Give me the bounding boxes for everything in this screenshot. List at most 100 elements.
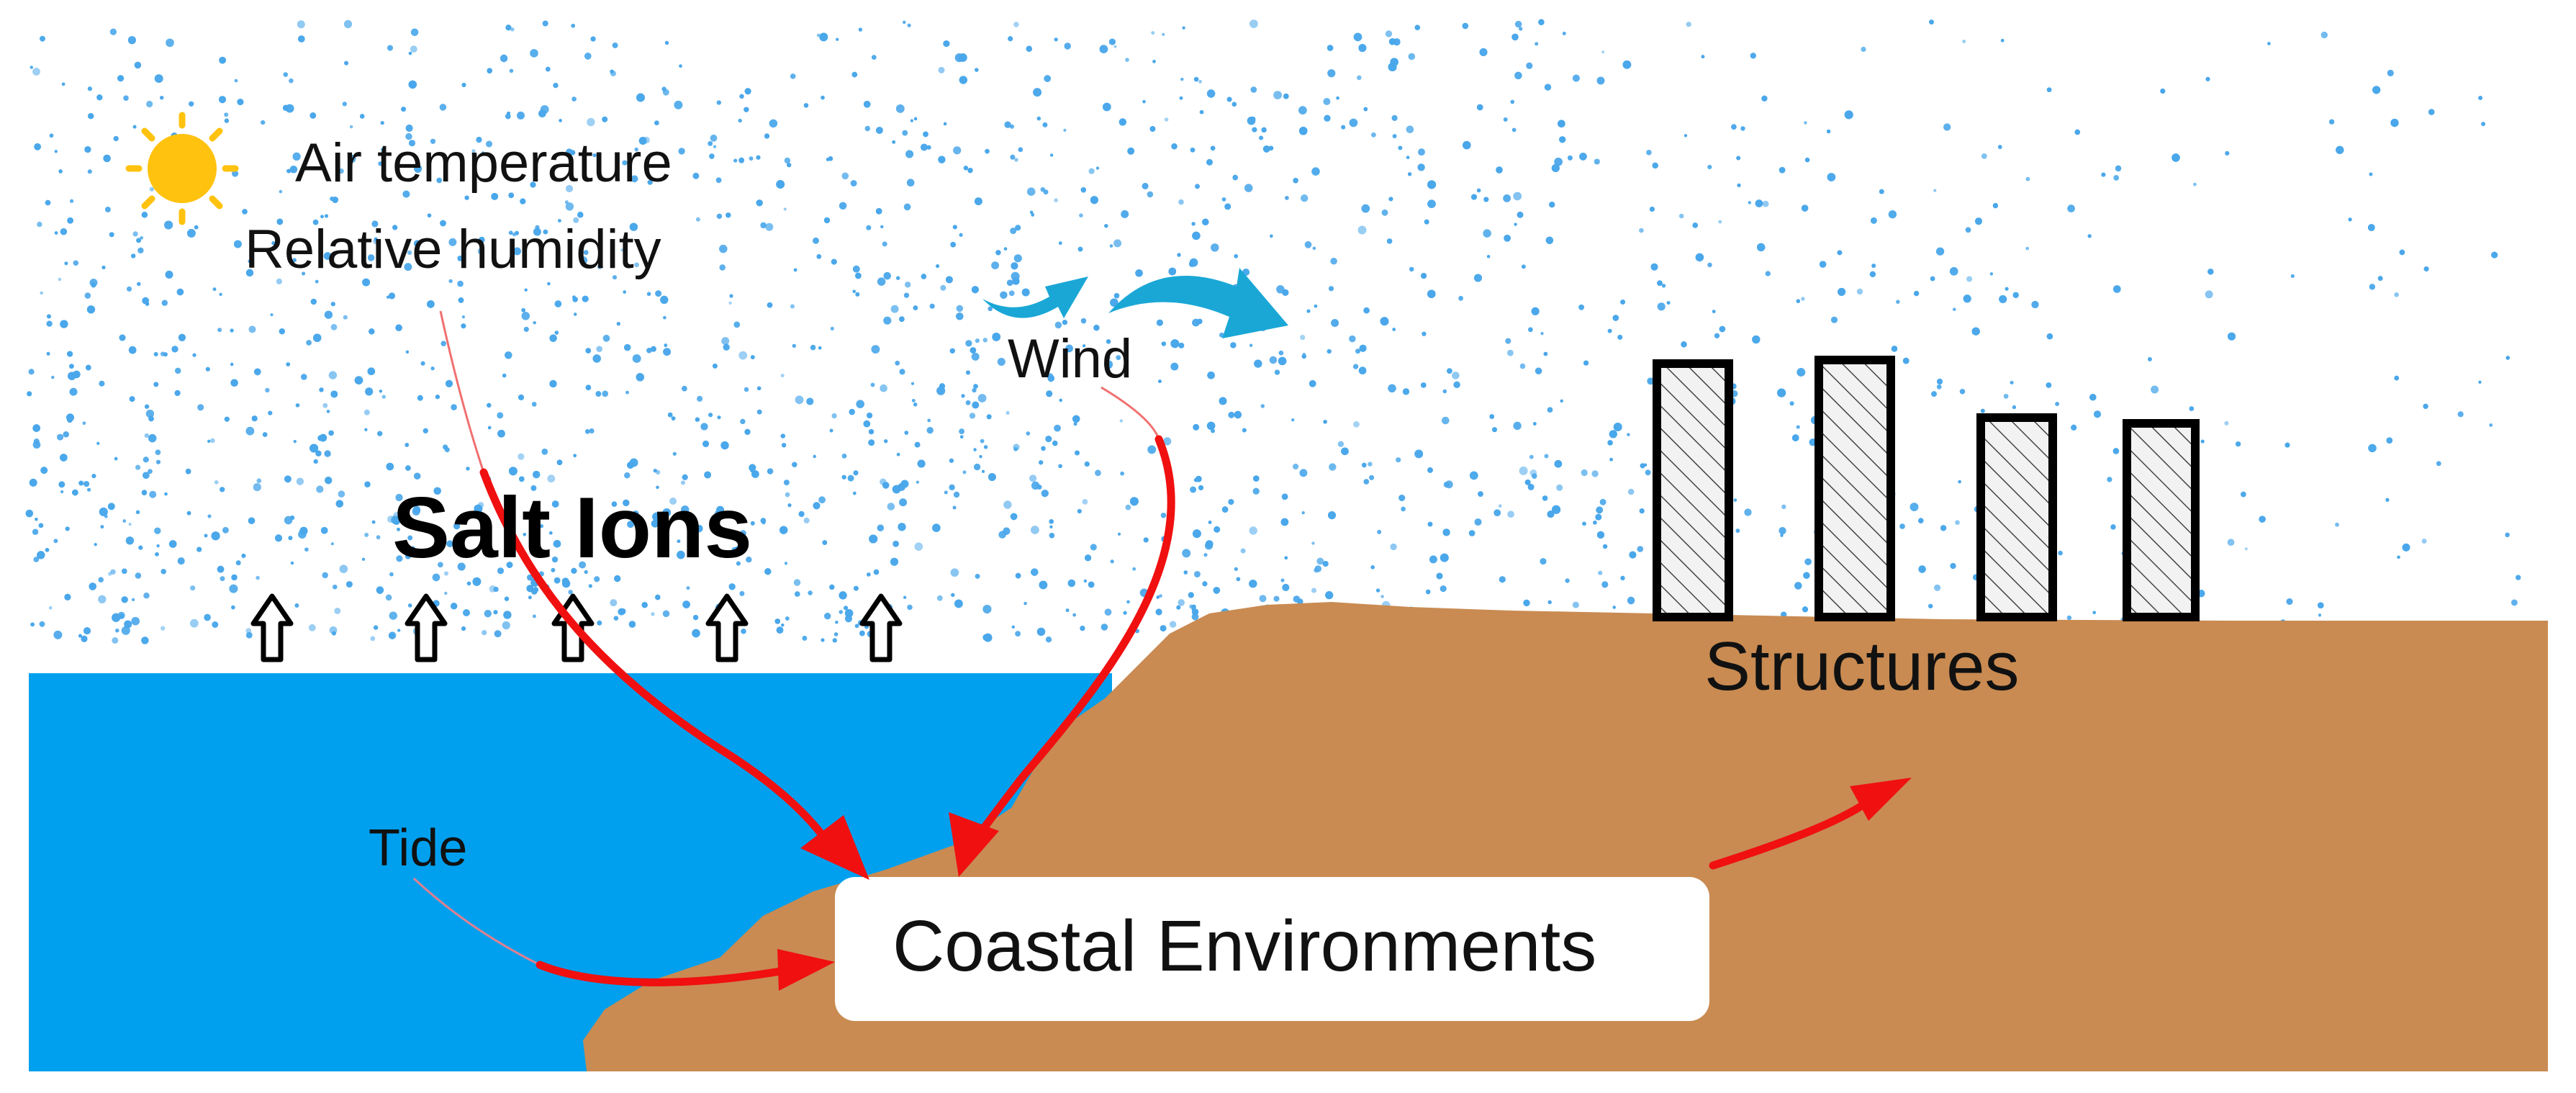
spray-dot — [54, 231, 58, 235]
spray-dot — [2058, 550, 2063, 556]
spray-dot — [204, 534, 208, 538]
spray-dot — [245, 426, 255, 436]
spray-dot — [736, 561, 741, 566]
spray-dot — [2094, 410, 2101, 418]
spray-dot — [334, 608, 341, 614]
building-icon — [1653, 359, 1733, 621]
spray-dot — [2284, 442, 2290, 448]
spray-dot — [222, 526, 229, 534]
spray-dot — [554, 300, 562, 307]
spray-dot — [64, 593, 71, 601]
spray-dot — [1427, 199, 1436, 209]
spray-dot — [1966, 276, 1973, 282]
spray-dot — [829, 584, 835, 590]
spray-dot — [528, 595, 532, 600]
spray-dot — [584, 570, 588, 574]
spray-dot — [377, 431, 383, 436]
spray-dot — [1044, 75, 1051, 82]
spray-dot — [1474, 518, 1482, 526]
spray-dot — [1958, 480, 1961, 484]
building-icon — [2123, 419, 2200, 621]
spray-dot — [362, 557, 365, 561]
spray-dot — [1072, 613, 1077, 617]
spray-dot — [1015, 572, 1021, 579]
spray-dot — [1357, 225, 1367, 235]
spray-dot — [1208, 521, 1212, 524]
spray-dot — [1221, 197, 1226, 202]
spray-dot — [660, 295, 669, 304]
spray-dot — [1088, 581, 1095, 588]
spray-dot — [1169, 621, 1177, 628]
spray-dot — [67, 417, 73, 423]
spray-dot — [523, 326, 529, 332]
spray-dot — [1896, 300, 1900, 304]
spray-dot — [121, 626, 130, 635]
spray-dot — [319, 387, 324, 392]
spray-dot — [1496, 166, 1503, 174]
spray-dot — [2318, 602, 2324, 608]
spray-dot — [977, 394, 987, 402]
spray-dot — [708, 141, 713, 146]
spray-dot — [389, 292, 395, 300]
spray-dot — [985, 148, 990, 154]
spray-dot — [70, 199, 74, 203]
spray-dot — [117, 75, 125, 82]
spray-dot — [1950, 562, 1956, 570]
spray-dot — [409, 140, 415, 147]
spray-dot — [636, 373, 644, 382]
spray-dot — [1601, 581, 1609, 588]
spray-dot — [1099, 45, 1108, 53]
spray-dot — [1551, 164, 1560, 172]
spray-dot — [88, 113, 94, 120]
spray-dot — [853, 470, 859, 476]
spray-dot — [69, 364, 74, 369]
spray-dot — [972, 401, 980, 409]
spray-dot — [335, 500, 343, 508]
spray-dot — [944, 490, 948, 495]
spray-dot — [785, 616, 790, 621]
spray-dot — [511, 549, 516, 555]
spray-dot — [1003, 500, 1012, 509]
spray-dot — [2372, 86, 2381, 94]
spray-dot — [1026, 45, 1033, 52]
spray-dot — [956, 312, 964, 320]
spray-dot — [69, 387, 78, 396]
spray-dot — [1058, 464, 1062, 468]
spray-dot — [1899, 523, 1905, 529]
spray-dot — [1596, 531, 1605, 539]
spray-dot — [482, 630, 487, 636]
arrow-wind-to-coast — [969, 435, 1175, 847]
spray-dot — [566, 148, 573, 156]
spray-dot — [844, 609, 854, 618]
spray-dot — [2241, 491, 2246, 498]
spray-dot — [84, 146, 91, 153]
spray-dot — [823, 217, 831, 224]
spray-dot — [214, 480, 219, 485]
spray-dot — [491, 193, 499, 200]
spray-dot — [1627, 488, 1635, 495]
spray-dot — [589, 428, 595, 433]
spray-dot — [2205, 290, 2213, 299]
spray-dot — [1113, 293, 1120, 299]
spray-dot — [1006, 279, 1013, 287]
spray-dot — [1054, 321, 1062, 329]
spray-dot — [2318, 613, 2322, 617]
spray-dot — [959, 233, 963, 237]
spray-dot — [903, 203, 911, 211]
spray-dot — [265, 387, 270, 393]
spray-dot — [1014, 158, 1018, 162]
spray-dot — [926, 427, 934, 434]
arrow-lead-air — [439, 310, 485, 473]
spray-dot — [1010, 124, 1014, 129]
spray-dot — [1531, 307, 1540, 315]
spray-dot — [585, 348, 592, 354]
spray-dot — [1327, 348, 1332, 354]
spray-dot — [136, 238, 142, 243]
spray-dot — [1013, 254, 1022, 263]
spray-dot — [1931, 391, 1937, 397]
spray-dot — [494, 630, 502, 638]
spray-dot — [585, 384, 592, 390]
spray-dot — [672, 451, 677, 456]
spray-dot — [1012, 277, 1020, 285]
spray-dot — [613, 616, 619, 621]
